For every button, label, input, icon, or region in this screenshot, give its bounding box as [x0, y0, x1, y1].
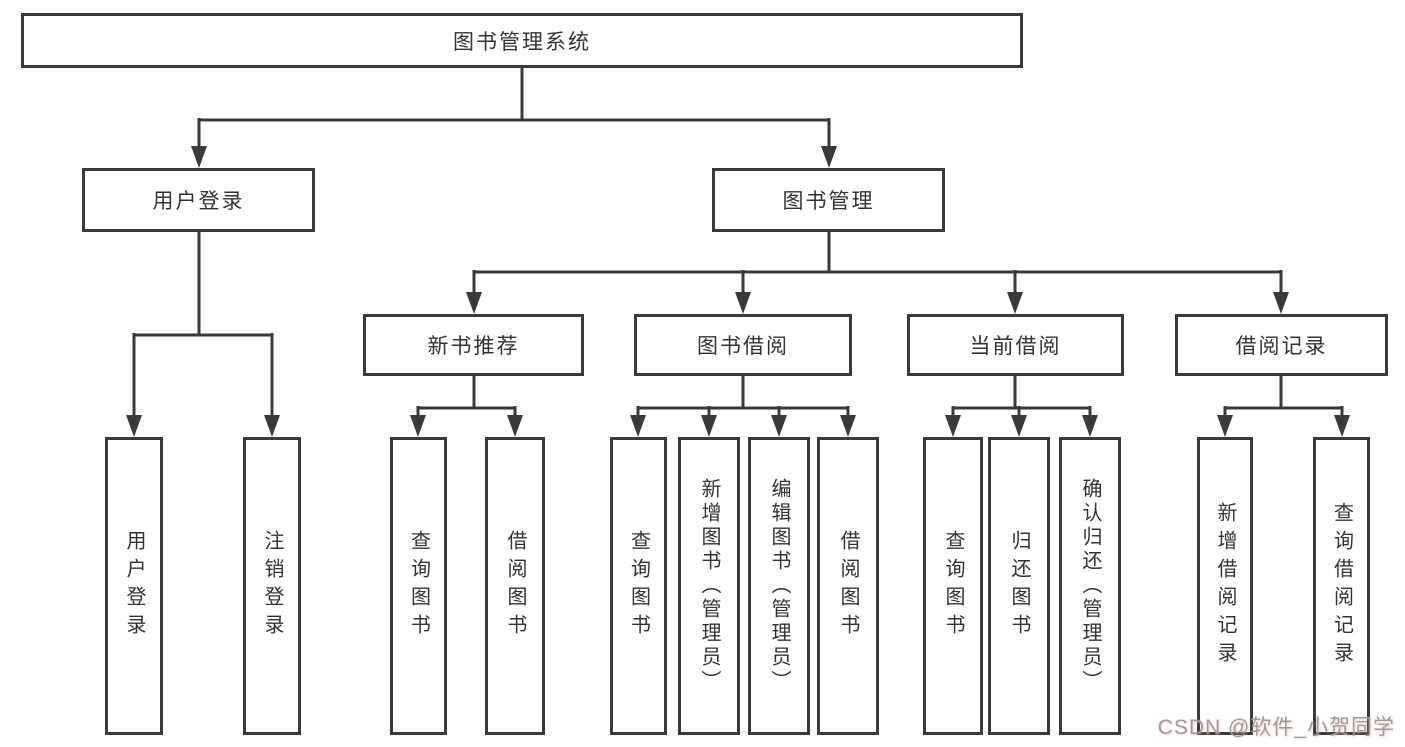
arrow-down-icon — [507, 415, 523, 437]
node-leaf-query-books-borrow: 查询图书 — [610, 437, 667, 735]
node-label: 图书管理 — [782, 190, 875, 213]
node-leaf-return-books: 归还图书 — [988, 437, 1050, 735]
node-borrow-records: 借阅记录 — [1175, 314, 1388, 376]
node-user-login: 用户登录 — [82, 168, 315, 232]
arrow-down-icon — [840, 415, 856, 437]
arrow-down-icon — [945, 415, 961, 437]
arrow-down-icon — [1273, 292, 1289, 314]
node-label: 归还图书 — [1008, 530, 1030, 642]
node-label: 查询图书 — [627, 530, 650, 642]
arrow-down-icon — [1334, 415, 1350, 437]
node-book-management: 图书管理 — [712, 168, 945, 232]
node-leaf-logout: 注销登录 — [243, 437, 301, 735]
arrow-down-icon — [630, 415, 646, 437]
node-label: 新书推荐 — [427, 335, 520, 358]
node-label: 注销登录 — [261, 530, 283, 642]
node-label: 新增借阅记录 — [1214, 502, 1236, 670]
node-label: 用户登录 — [123, 530, 145, 642]
arrow-down-icon — [126, 415, 142, 437]
node-label: 新增图书（管理员） — [698, 478, 720, 694]
arrow-down-icon — [701, 415, 717, 437]
node-leaf-borrow-books: 借阅图书 — [817, 437, 879, 735]
arrow-down-icon — [1007, 292, 1023, 314]
csdn-watermark: CSDN @软件_小贺同学 — [1157, 716, 1395, 739]
node-leaf-user-login: 用户登录 — [105, 437, 163, 735]
node-leaf-query-books-recommend: 查询图书 — [390, 437, 447, 735]
node-leaf-add-books-admin: 新增图书（管理员） — [678, 437, 740, 735]
node-label: 查询图书 — [407, 530, 430, 642]
node-leaf-edit-books-admin: 编辑图书（管理员） — [748, 437, 810, 735]
node-leaf-add-borrow-record: 新增借阅记录 — [1197, 437, 1253, 735]
node-label: 确认归还（管理员） — [1079, 478, 1101, 694]
node-label: 查询借阅记录 — [1330, 502, 1353, 670]
node-leaf-confirm-return-admin: 确认归还（管理员） — [1059, 437, 1121, 735]
arrow-down-icon — [410, 415, 426, 437]
node-label: 借阅记录 — [1235, 335, 1328, 358]
node-new-book-recommend: 新书推荐 — [363, 314, 584, 376]
node-leaf-borrow-books-recommend: 借阅图书 — [485, 437, 545, 735]
arrow-down-icon — [466, 292, 482, 314]
node-label: 图书借阅 — [697, 335, 789, 358]
node-current-borrow: 当前借阅 — [907, 314, 1124, 376]
node-leaf-query-borrow-record: 查询借阅记录 — [1313, 437, 1370, 735]
node-label: 当前借阅 — [969, 335, 1062, 358]
arrow-down-icon — [1082, 415, 1098, 437]
node-label: 查询图书 — [942, 530, 964, 642]
arrow-down-icon — [264, 415, 280, 437]
node-leaf-query-books-current: 查询图书 — [923, 437, 983, 735]
arrow-down-icon — [821, 146, 837, 168]
node-label: 借阅图书 — [837, 530, 859, 642]
node-label: 图书管理系统 — [453, 30, 591, 54]
arrow-down-icon — [1011, 415, 1027, 437]
node-label: 用户登录 — [152, 190, 245, 213]
arrowheads — [126, 146, 1350, 437]
arrow-down-icon — [735, 292, 751, 314]
node-label: 编辑图书（管理员） — [768, 478, 790, 694]
arrow-down-icon — [191, 146, 207, 168]
node-label: 借阅图书 — [504, 530, 526, 642]
node-library-management-system: 图书管理系统 — [21, 13, 1023, 68]
arrow-down-icon — [1217, 415, 1233, 437]
arrow-down-icon — [771, 415, 787, 437]
node-book-borrow: 图书借阅 — [634, 314, 852, 376]
